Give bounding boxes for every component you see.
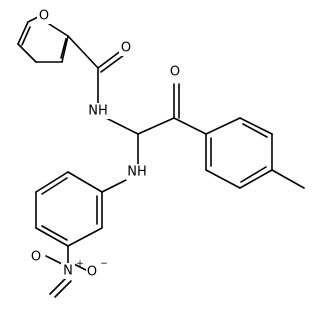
nitrophenyl-ring	[35, 171, 103, 265]
amide-nh-label: NH	[88, 104, 108, 119]
nitro-nitrogen-charge: +	[76, 259, 84, 269]
nitro-oxygen-charge: −	[100, 259, 108, 269]
bond	[205, 169, 241, 189]
bond	[41, 177, 68, 195]
bond	[61, 35, 69, 63]
bond	[60, 38, 67, 59]
tolyl-ring	[205, 117, 305, 189]
bond	[137, 117, 175, 135]
bond	[35, 227, 69, 247]
nitro-oxygen-top-label: O	[31, 250, 41, 265]
bond	[105, 117, 139, 135]
bond	[17, 21, 29, 45]
bond	[54, 280, 72, 298]
bond	[100, 54, 125, 73]
bond	[205, 117, 241, 135]
bond	[67, 171, 103, 193]
bond	[239, 169, 273, 189]
bond	[45, 255, 63, 265]
backbone	[101, 83, 207, 193]
bond	[101, 179, 127, 193]
bond	[242, 123, 268, 138]
bond	[73, 263, 87, 271]
amide-group	[67, 35, 139, 135]
nitro-nitrogen-label: N	[63, 264, 73, 279]
amine-nh-label: NH	[127, 165, 147, 180]
bond	[45, 21, 69, 37]
bond	[173, 117, 207, 135]
ketone-oxygen-label: O	[170, 65, 180, 80]
bond	[35, 171, 69, 193]
bond	[67, 227, 103, 247]
bond	[49, 277, 67, 295]
bond	[271, 169, 305, 189]
bond	[41, 225, 68, 241]
furan-ring	[17, 15, 69, 63]
bond	[17, 43, 37, 63]
bond	[239, 117, 273, 135]
bond	[21, 26, 31, 46]
bond	[240, 166, 267, 183]
amide-oxygen-label: O	[121, 41, 131, 56]
nitro-group	[45, 255, 87, 298]
furan-oxygen-label: O	[39, 9, 49, 24]
bond	[67, 35, 99, 69]
nitro-oxygen-bottom-label: O	[87, 265, 97, 280]
bond	[97, 49, 123, 69]
